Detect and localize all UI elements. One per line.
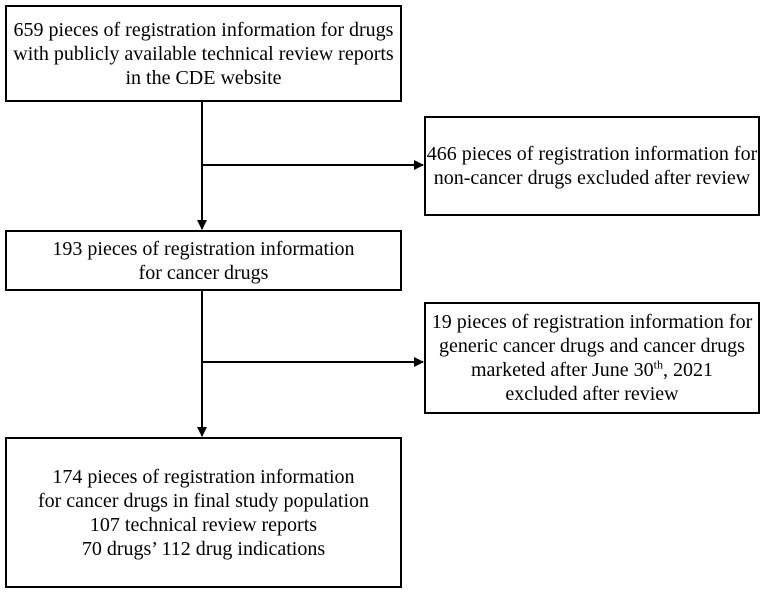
box-generic-line-4: excluded after review bbox=[505, 383, 679, 405]
box-noncancer-line-2: non-cancer drugs excluded after review bbox=[433, 167, 751, 189]
box-generic-line-3-suffix: , 2021 bbox=[663, 359, 714, 381]
box-final-line-2: for cancer drugs in final study populati… bbox=[37, 489, 370, 512]
box-generic-line-1: 19 pieces of registration information fo… bbox=[431, 311, 753, 333]
box-final-line-1: 174 pieces of registration information bbox=[52, 465, 355, 488]
box-total-registrations: 659 pieces of registration information f… bbox=[5, 5, 402, 102]
box-final-study-population: 174 pieces of registration information f… bbox=[5, 437, 402, 588]
box-generic-line-3-superscript: th bbox=[653, 357, 664, 372]
box-final-line-4: 70 drugs’ 112 drug indications bbox=[81, 537, 326, 560]
box-final-line-3: 107 technical review reports bbox=[89, 513, 318, 536]
box-noncancer-excluded: 466 pieces of registration information f… bbox=[424, 116, 760, 216]
box-noncancer-line-1: 466 pieces of registration information f… bbox=[426, 143, 758, 165]
box-cancer-line-1: 193 pieces of registration information bbox=[52, 237, 355, 260]
box-total-line-2: with publicly available technical review… bbox=[13, 42, 394, 65]
box-generic-line-3: marketed after June 30th, 2021 bbox=[471, 358, 713, 382]
box-total-line-1: 659 pieces of registration information f… bbox=[13, 18, 394, 41]
box-total-line-3: in the CDE website bbox=[125, 66, 282, 89]
box-cancer-drugs: 193 pieces of registration information f… bbox=[5, 230, 402, 291]
box-cancer-line-2: for cancer drugs bbox=[138, 261, 269, 284]
box-generic-excluded: 19 pieces of registration information fo… bbox=[424, 302, 760, 414]
box-generic-line-3-prefix: marketed after June 30 bbox=[470, 359, 654, 381]
box-generic-line-2: generic cancer drugs and cancer drugs bbox=[439, 335, 745, 357]
